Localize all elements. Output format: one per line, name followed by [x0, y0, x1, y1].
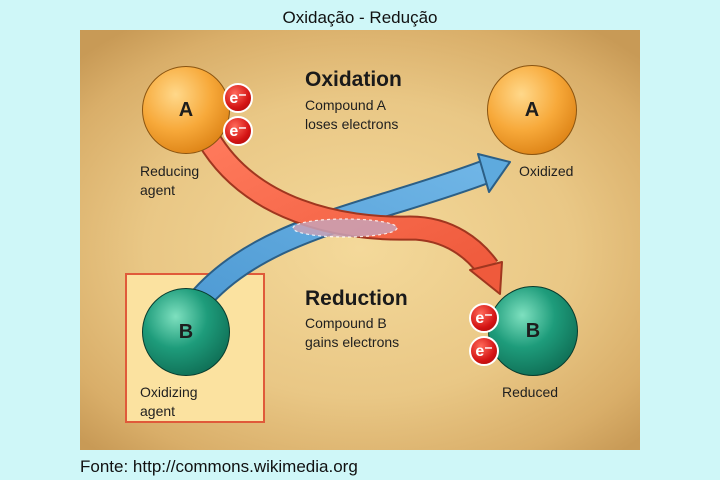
- reducing-agent-label: Reducing agent: [140, 163, 200, 198]
- electron-icon: e⁻: [469, 303, 499, 333]
- compound-b-oxidizing: B: [142, 288, 230, 376]
- electron-icon: e⁻: [223, 83, 253, 113]
- arrow-crossing: [292, 218, 398, 238]
- oxidation-heading: Oxidation: [305, 68, 402, 91]
- compound-a-reducing: A: [142, 66, 230, 154]
- compound-b-letter: B: [525, 319, 541, 342]
- reduction-description: Compound B gains electrons: [305, 315, 400, 350]
- compound-a-oxidized: A: [487, 65, 577, 155]
- oxidation-description: Compound A loses electrons: [305, 97, 399, 132]
- redox-diagram: A e⁻ e⁻ Reducing agent Oxidation Compoun…: [80, 30, 640, 450]
- reduction-heading: Reduction: [305, 287, 408, 310]
- slide-title: Oxidação - Redução: [282, 8, 438, 27]
- compound-b-letter: B: [178, 320, 194, 343]
- compound-b-reduced: B: [488, 286, 578, 376]
- source-credit: Fonte: http://commons.wikimedia.org: [80, 457, 358, 476]
- oxidized-label: Oxidized: [519, 163, 574, 179]
- arrows-layer: [188, 131, 511, 311]
- reduced-label: Reduced: [502, 384, 559, 400]
- oxidizing-agent-label: Oxidizing agent: [140, 384, 198, 419]
- compound-a-letter: A: [524, 98, 540, 121]
- compound-a-letter: A: [178, 98, 194, 121]
- electron-icon: e⁻: [469, 336, 499, 366]
- electron-icon: e⁻: [223, 116, 253, 146]
